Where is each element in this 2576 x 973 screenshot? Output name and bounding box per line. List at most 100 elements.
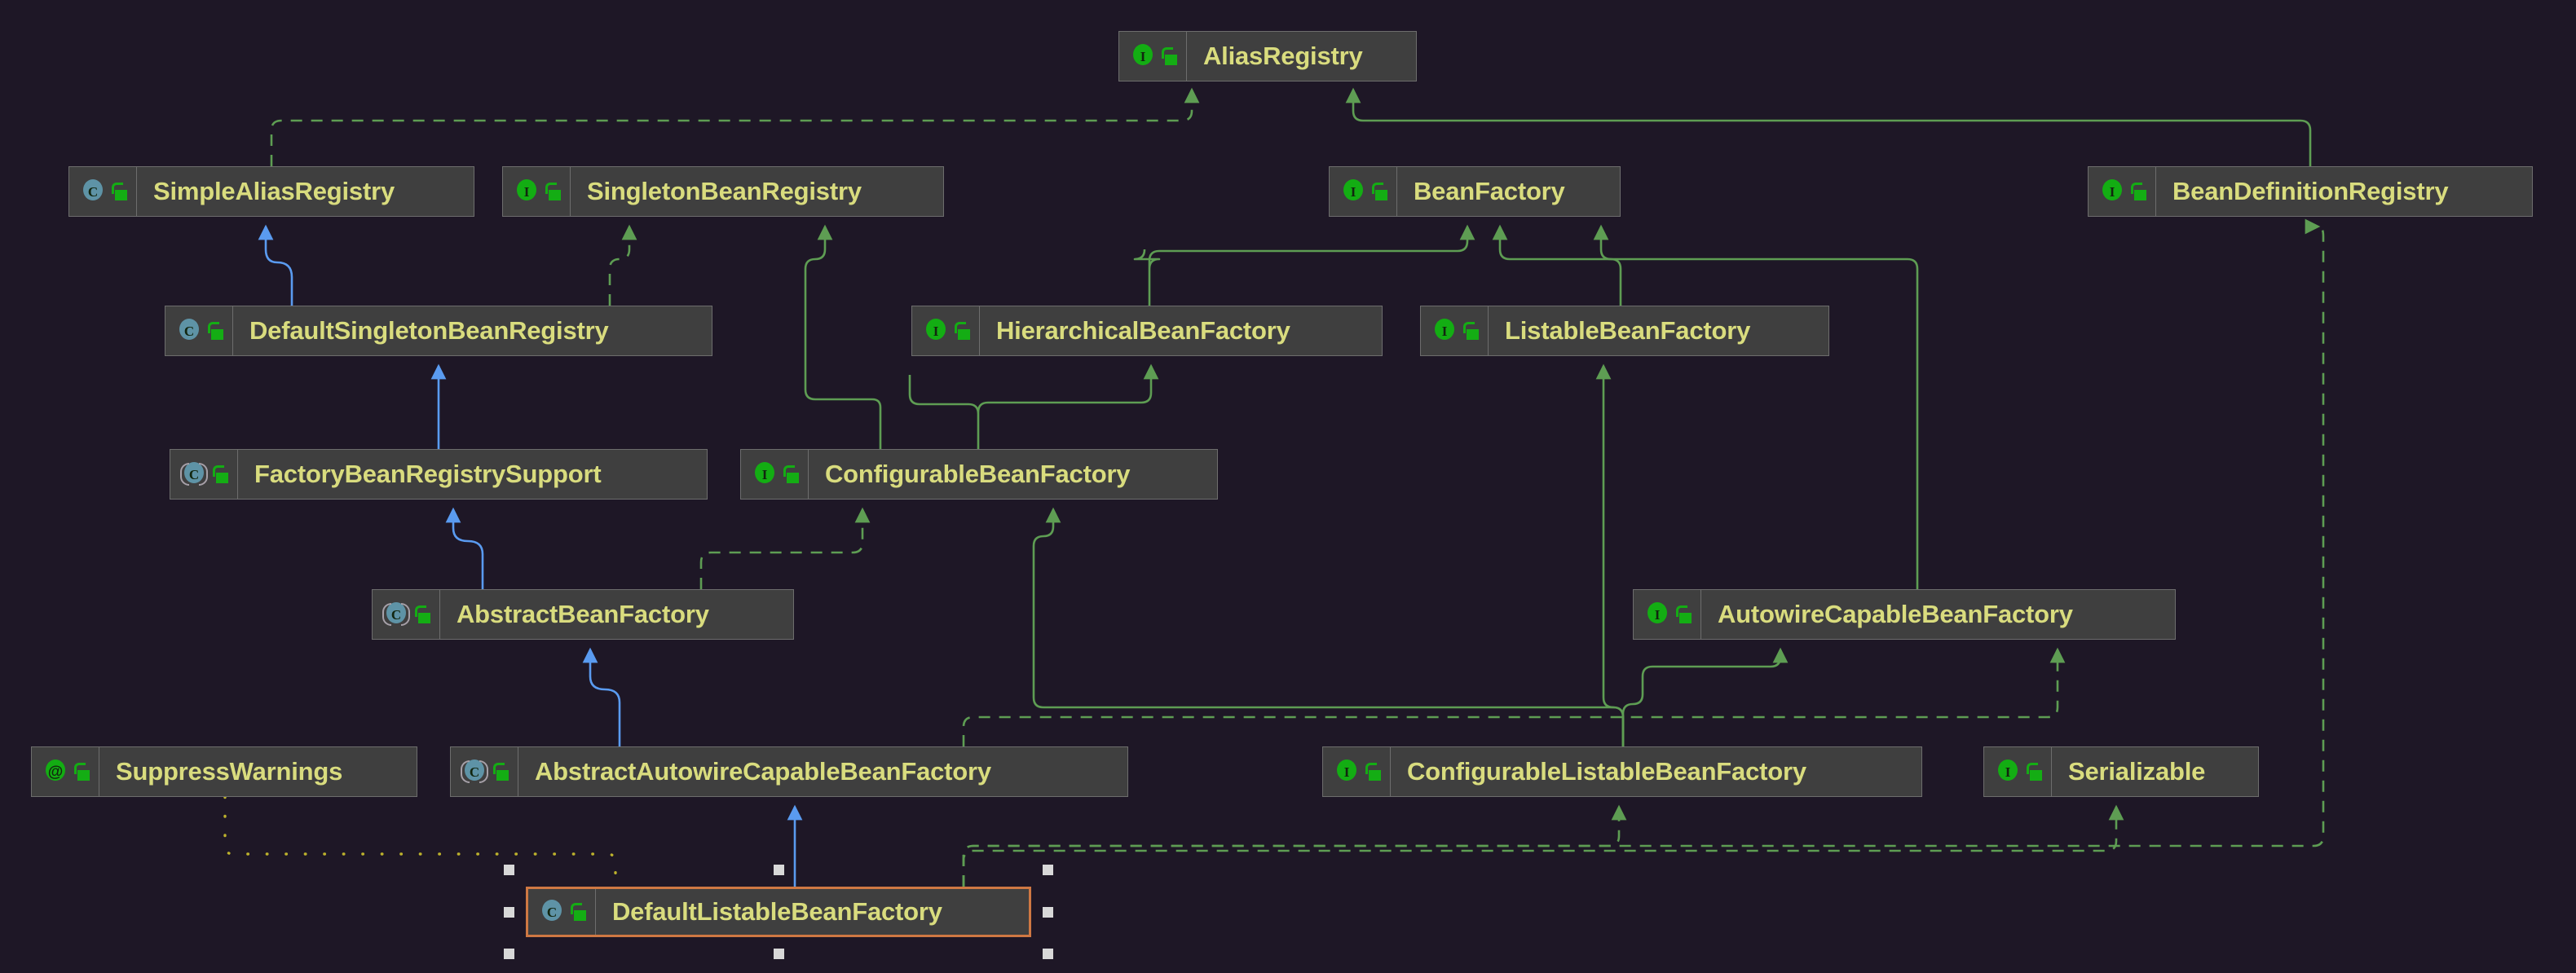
- unlocked-lock-icon: [414, 605, 431, 624]
- node-icon-group: I: [1421, 306, 1489, 355]
- icon-glyph: C: [546, 904, 558, 920]
- unlocked-lock-icon: [2026, 762, 2043, 781]
- node-icon-group: C: [170, 450, 238, 499]
- icon-glyph: C: [87, 183, 99, 200]
- icon-disc: [517, 179, 536, 200]
- icon-disc: [755, 462, 774, 483]
- class-node-suppresswarnings[interactable]: @ SuppressWarnings: [31, 746, 417, 797]
- class-icon: C: [177, 319, 201, 343]
- resize-handle-2[interactable]: [1043, 865, 1053, 875]
- resize-handle-5[interactable]: [504, 949, 514, 959]
- icon-glyph: C: [188, 466, 200, 482]
- lock-body: [1467, 329, 1479, 340]
- class-name-label: AutowireCapableBeanFactory: [1718, 600, 2073, 628]
- lock-body: [496, 770, 509, 781]
- lock-shackle: [571, 903, 582, 914]
- edge-abstractautowirecapablebeanfactory-autowirecapablebeanfactory: [962, 647, 2066, 746]
- edge-simplealiasregistry-aliasregistry: [270, 87, 1200, 166]
- icon-disc: [542, 900, 562, 921]
- node-icon-group: I: [741, 450, 809, 499]
- interface-icon: I: [1131, 44, 1155, 68]
- class-node-configurablelistablebeanfactory[interactable]: I ConfigurableListableBeanFactory: [1322, 746, 1922, 797]
- class-icon: C: [540, 900, 564, 924]
- node-icon-group: I: [1323, 747, 1391, 796]
- node-icon-group: I: [2089, 167, 2156, 216]
- abstract-class-icon: C: [382, 602, 410, 627]
- node-icon-group: I: [1984, 747, 2052, 796]
- icon-glyph: I: [761, 466, 768, 482]
- node-icon-group: C: [451, 747, 518, 796]
- lock-shackle: [213, 465, 224, 477]
- interface-icon: I: [1341, 179, 1365, 204]
- class-node-simplealiasregistry[interactable]: C SimpleAliasRegistry: [68, 166, 474, 217]
- resize-handle-4[interactable]: [1043, 906, 1053, 918]
- node-icon-group: I: [503, 167, 571, 216]
- abstract-class-icon: C: [180, 462, 208, 486]
- lock-body: [1679, 613, 1692, 623]
- resize-handle-7[interactable]: [1043, 949, 1053, 959]
- resize-handle-6[interactable]: [773, 949, 784, 959]
- edge-abstractbeanfactory-factorybeanregistrysupport: [445, 507, 484, 589]
- lock-shackle: [1365, 763, 1377, 774]
- icon-disc: [1647, 602, 1667, 623]
- lock-shackle: [415, 605, 426, 617]
- class-name-label: AbstractAutowireCapableBeanFactory: [535, 757, 991, 786]
- class-name-label: ConfigurableListableBeanFactory: [1407, 757, 1806, 786]
- lock-body: [2134, 190, 2146, 200]
- resize-handle-3[interactable]: [504, 906, 514, 918]
- icon-glyph: I: [523, 183, 530, 200]
- unlocked-lock-icon: [545, 182, 562, 201]
- resize-handle-1[interactable]: [773, 865, 784, 875]
- lock-shackle: [74, 763, 86, 774]
- lock-shackle: [208, 322, 219, 333]
- unlocked-lock-icon: [1365, 762, 1382, 781]
- class-name-label: Serializable: [2068, 757, 2206, 786]
- class-node-autowirecapablebeanfactory[interactable]: I AutowireCapableBeanFactory: [1633, 589, 2176, 640]
- lock-body: [1375, 190, 1387, 200]
- class-icon: C: [81, 179, 105, 204]
- interface-icon: I: [1645, 602, 1670, 627]
- lock-body: [216, 473, 228, 483]
- lock-shackle: [783, 465, 795, 477]
- edge-suppresswarnings-defaultlistablebeanfactory: [223, 795, 617, 888]
- icon-disc: [1435, 319, 1454, 340]
- lock-shackle: [1372, 183, 1383, 194]
- lock-body: [958, 329, 970, 340]
- class-node-serializable[interactable]: I Serializable: [1983, 746, 2259, 797]
- class-name-label: SuppressWarnings: [116, 757, 343, 786]
- lock-shackle: [1676, 605, 1687, 617]
- annotation-icon: @: [43, 759, 68, 784]
- unlocked-lock-icon: [954, 321, 971, 341]
- unlocked-lock-icon: [1371, 182, 1388, 201]
- resize-handle-0[interactable]: [504, 865, 514, 875]
- lock-shackle: [493, 763, 505, 774]
- lock-body: [2030, 770, 2042, 781]
- class-name-label: SimpleAliasRegistry: [153, 177, 395, 205]
- unlocked-lock-icon: [207, 321, 224, 341]
- class-node-abstractautowirecapablebeanfactory[interactable]: C AbstractAutowireCapableBeanFactory: [450, 746, 1128, 797]
- icon-glyph: I: [1140, 48, 1146, 64]
- unlocked-lock-icon: [492, 762, 509, 781]
- lock-shackle: [1162, 47, 1173, 59]
- icon-glyph: C: [390, 606, 402, 623]
- icon-glyph: I: [1343, 764, 1350, 780]
- unlocked-lock-icon: [1675, 605, 1692, 624]
- lock-body: [549, 190, 561, 200]
- edge-configurablebeanfactory-singletonbeanregistry: [804, 224, 882, 449]
- lock-shackle: [112, 183, 123, 194]
- unlocked-lock-icon: [2130, 182, 2147, 201]
- icon-glyph: I: [1441, 323, 1448, 339]
- interface-icon: I: [924, 319, 948, 343]
